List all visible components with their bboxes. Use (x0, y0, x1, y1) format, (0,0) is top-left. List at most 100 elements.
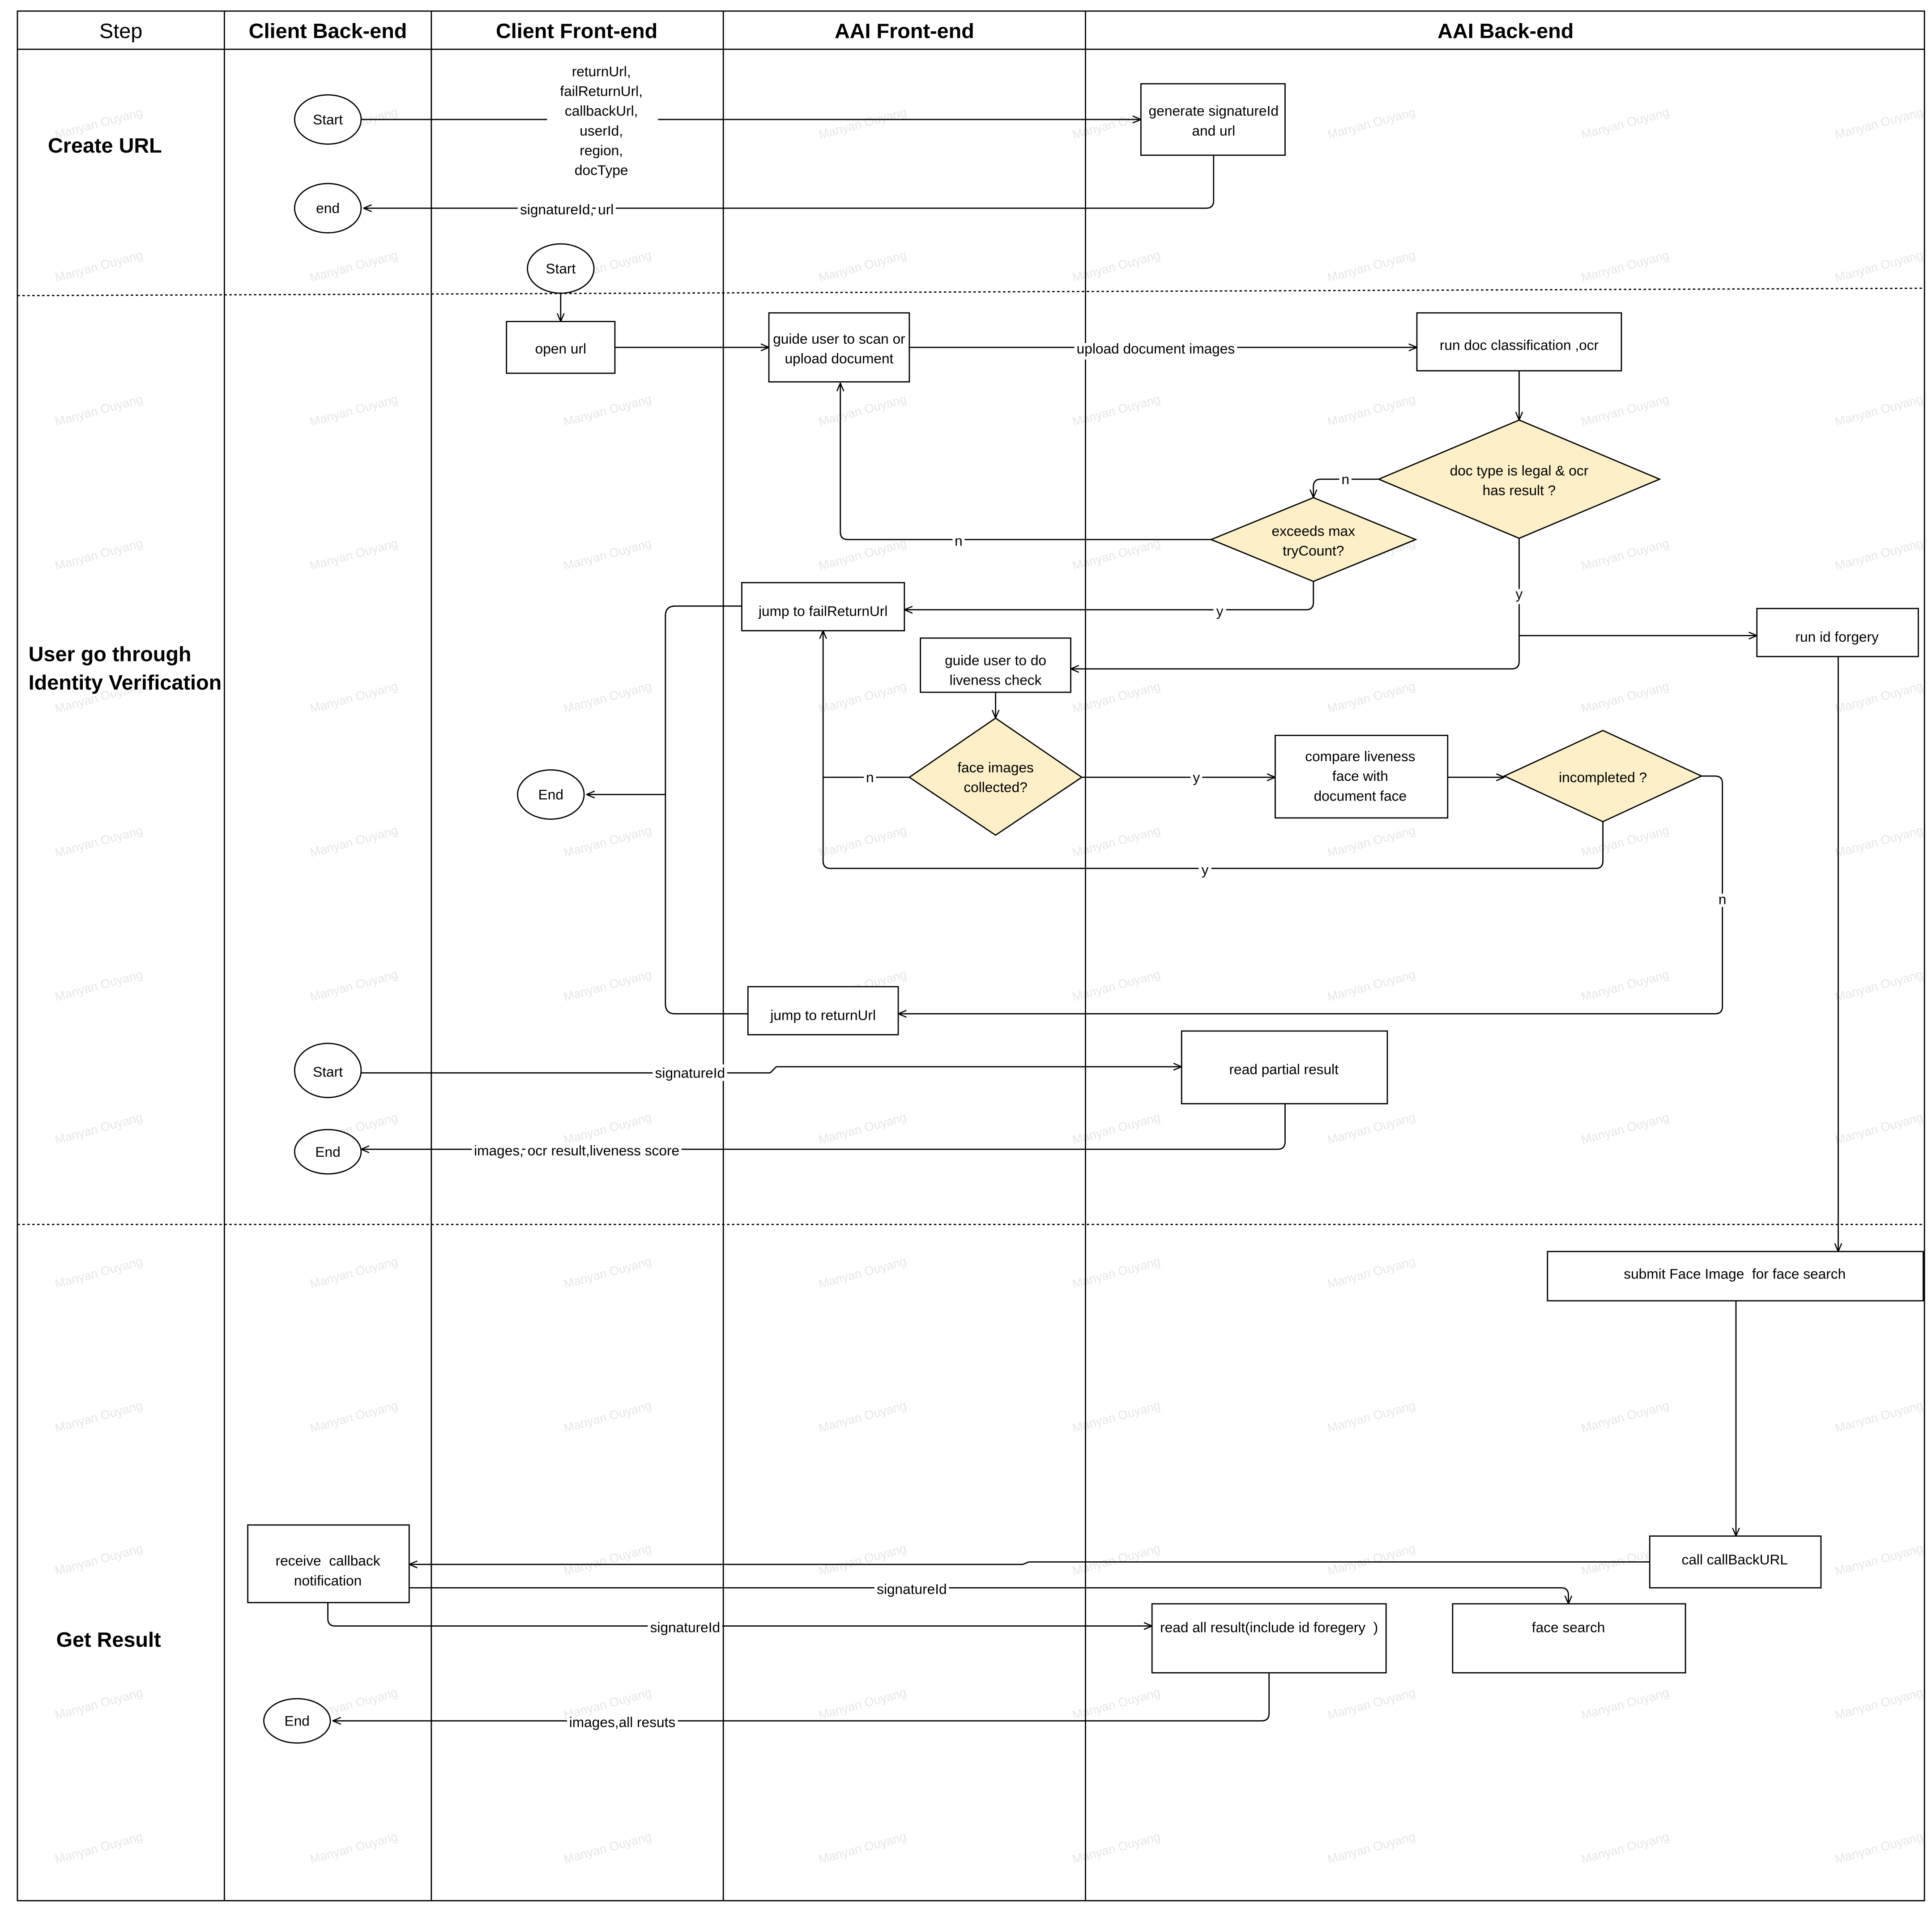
lane-headers: Step Client Back-end Client Front-end AA… (99, 19, 1574, 43)
edge-label-param: userId, (580, 123, 623, 139)
edge-label-partial-response: images, ocr result,liveness score (474, 1142, 679, 1159)
decision-shape (1209, 497, 1417, 582)
node-jump-fail-return-url: jump to failReturnUrl (741, 582, 905, 631)
node-label: Start (546, 260, 576, 277)
edge-label-partial-request: signatureId (655, 1065, 725, 1081)
node-open-url: open url (506, 321, 616, 374)
node-label: face images (957, 759, 1034, 775)
process-box (1181, 1030, 1388, 1104)
edge-incompleted-no (898, 775, 1723, 1014)
edge-label-upload-images: upload document images (1077, 341, 1235, 357)
node-label: face with (1332, 768, 1388, 784)
terminal-shape (294, 94, 362, 145)
node-label: document face (1314, 788, 1407, 804)
node-label: compare liveness (1305, 748, 1415, 764)
node-label: End (538, 787, 563, 803)
node-read-all-result: read all result(include id foregery ) (1151, 1603, 1387, 1674)
nodes: Start end generate signatureId and url S… (247, 83, 1924, 1744)
node-read-partial-result: read partial result (1181, 1030, 1388, 1104)
process-box (741, 582, 905, 631)
node-call-callback-url: call callBackURL (1649, 1535, 1822, 1589)
node-start-create: Start (294, 94, 362, 145)
node-label: face search (1532, 1619, 1605, 1635)
terminal-shape (294, 1043, 362, 1099)
node-label: Start (313, 1064, 343, 1080)
node-label: read partial result (1229, 1061, 1339, 1077)
decision-shape (1503, 729, 1703, 822)
edge-callback-to-receive (409, 1562, 1650, 1564)
node-incompleted: incompleted ? (1503, 729, 1703, 822)
node-label: notification (294, 1572, 362, 1589)
node-label: open url (535, 341, 586, 357)
node-guide-liveness: guide user to do liveness check (920, 637, 1071, 693)
edge-label-face-no: n (866, 769, 874, 785)
node-label: Start (313, 111, 343, 128)
node-label: incompleted ? (1559, 769, 1647, 785)
terminal-shape (294, 1129, 362, 1175)
process-box (768, 312, 910, 383)
edge-label-param: region, (580, 142, 623, 158)
node-label: guide user to do (945, 652, 1046, 668)
edge-label-param: returnUrl, (572, 64, 631, 80)
edge-exceeds-yes (904, 581, 1314, 609)
edge-doc-check-no (1314, 478, 1379, 498)
step-create-url: Create URL (48, 134, 162, 157)
node-label: jump to failReturnUrl (758, 603, 887, 619)
node-label: collected? (964, 779, 1027, 795)
node-generate-signature: generate signatureId and url (1140, 83, 1286, 156)
node-label: End (315, 1144, 340, 1160)
process-box (1547, 1251, 1924, 1302)
edge-label-all-results: images,all resuts (569, 1714, 675, 1730)
node-label: has result ? (1483, 482, 1556, 498)
node-submit-face-image: submit Face Image for face search (1547, 1251, 1924, 1302)
process-box (1140, 83, 1286, 156)
edge-receive-to-face-search (409, 1587, 1568, 1604)
node-label: jump to returnUrl (770, 1007, 876, 1023)
process-box (1756, 608, 1919, 657)
node-label: upload document (785, 350, 894, 366)
process-box (247, 1524, 410, 1603)
node-label: end (316, 200, 340, 216)
header-aai-front-end: AAI Front-end (835, 19, 974, 43)
step-get-result: Get Result (56, 1628, 161, 1651)
edge-receive-to-read-all (327, 1602, 1152, 1626)
node-label: guide user to scan or (773, 331, 905, 347)
node-jump-return-url: jump to returnUrl (747, 986, 899, 1035)
edge-label-signature-url: signatureId, url (520, 201, 614, 217)
node-label: receive callback (276, 1553, 380, 1569)
header-aai-back-end: AAI Back-end (1437, 19, 1574, 43)
terminal-shape (263, 1698, 331, 1744)
node-label: tryCount? (1283, 542, 1344, 558)
node-start-verify: Start (527, 243, 595, 294)
node-label: read all result(include id foregery ) (1160, 1619, 1378, 1635)
process-box (747, 986, 899, 1035)
edge-label-doc-no: n (1342, 471, 1350, 487)
edge-exceeds-no (840, 383, 1211, 541)
node-end-result: End (263, 1698, 331, 1744)
process-box (1452, 1603, 1686, 1674)
node-run-doc-classification: run doc classification ,ocr (1416, 312, 1622, 371)
node-label: and url (1192, 123, 1235, 139)
edge-read-all-to-end (333, 1673, 1270, 1721)
node-end-verify: End (517, 769, 585, 820)
node-label: run doc classification ,ocr (1440, 337, 1599, 353)
terminal-shape (517, 769, 585, 820)
node-label: generate signatureId (1149, 103, 1279, 119)
process-box (1151, 1603, 1387, 1674)
edge-doc-check-yes (1070, 538, 1520, 669)
node-label: submit Face Image for face search (1624, 1265, 1846, 1282)
node-doc-type-check: doc type is legal & ocr has result ? (1377, 419, 1661, 539)
process-box (920, 637, 1071, 693)
node-end-create: end (294, 183, 362, 234)
edge-label-param: docType (575, 162, 628, 178)
process-box (1649, 1535, 1822, 1589)
step-labels: Create URL User go through Identity Veri… (29, 134, 222, 1651)
edge-label-param: callbackUrl, (565, 103, 638, 119)
node-label: liveness check (950, 672, 1042, 688)
decision-shape (1377, 419, 1661, 539)
header-step: Step (99, 19, 142, 43)
header-client-back-end: Client Back-end (249, 19, 407, 43)
edge-label-param: failReturnUrl, (560, 83, 643, 99)
node-label: exceeds max (1272, 523, 1356, 539)
